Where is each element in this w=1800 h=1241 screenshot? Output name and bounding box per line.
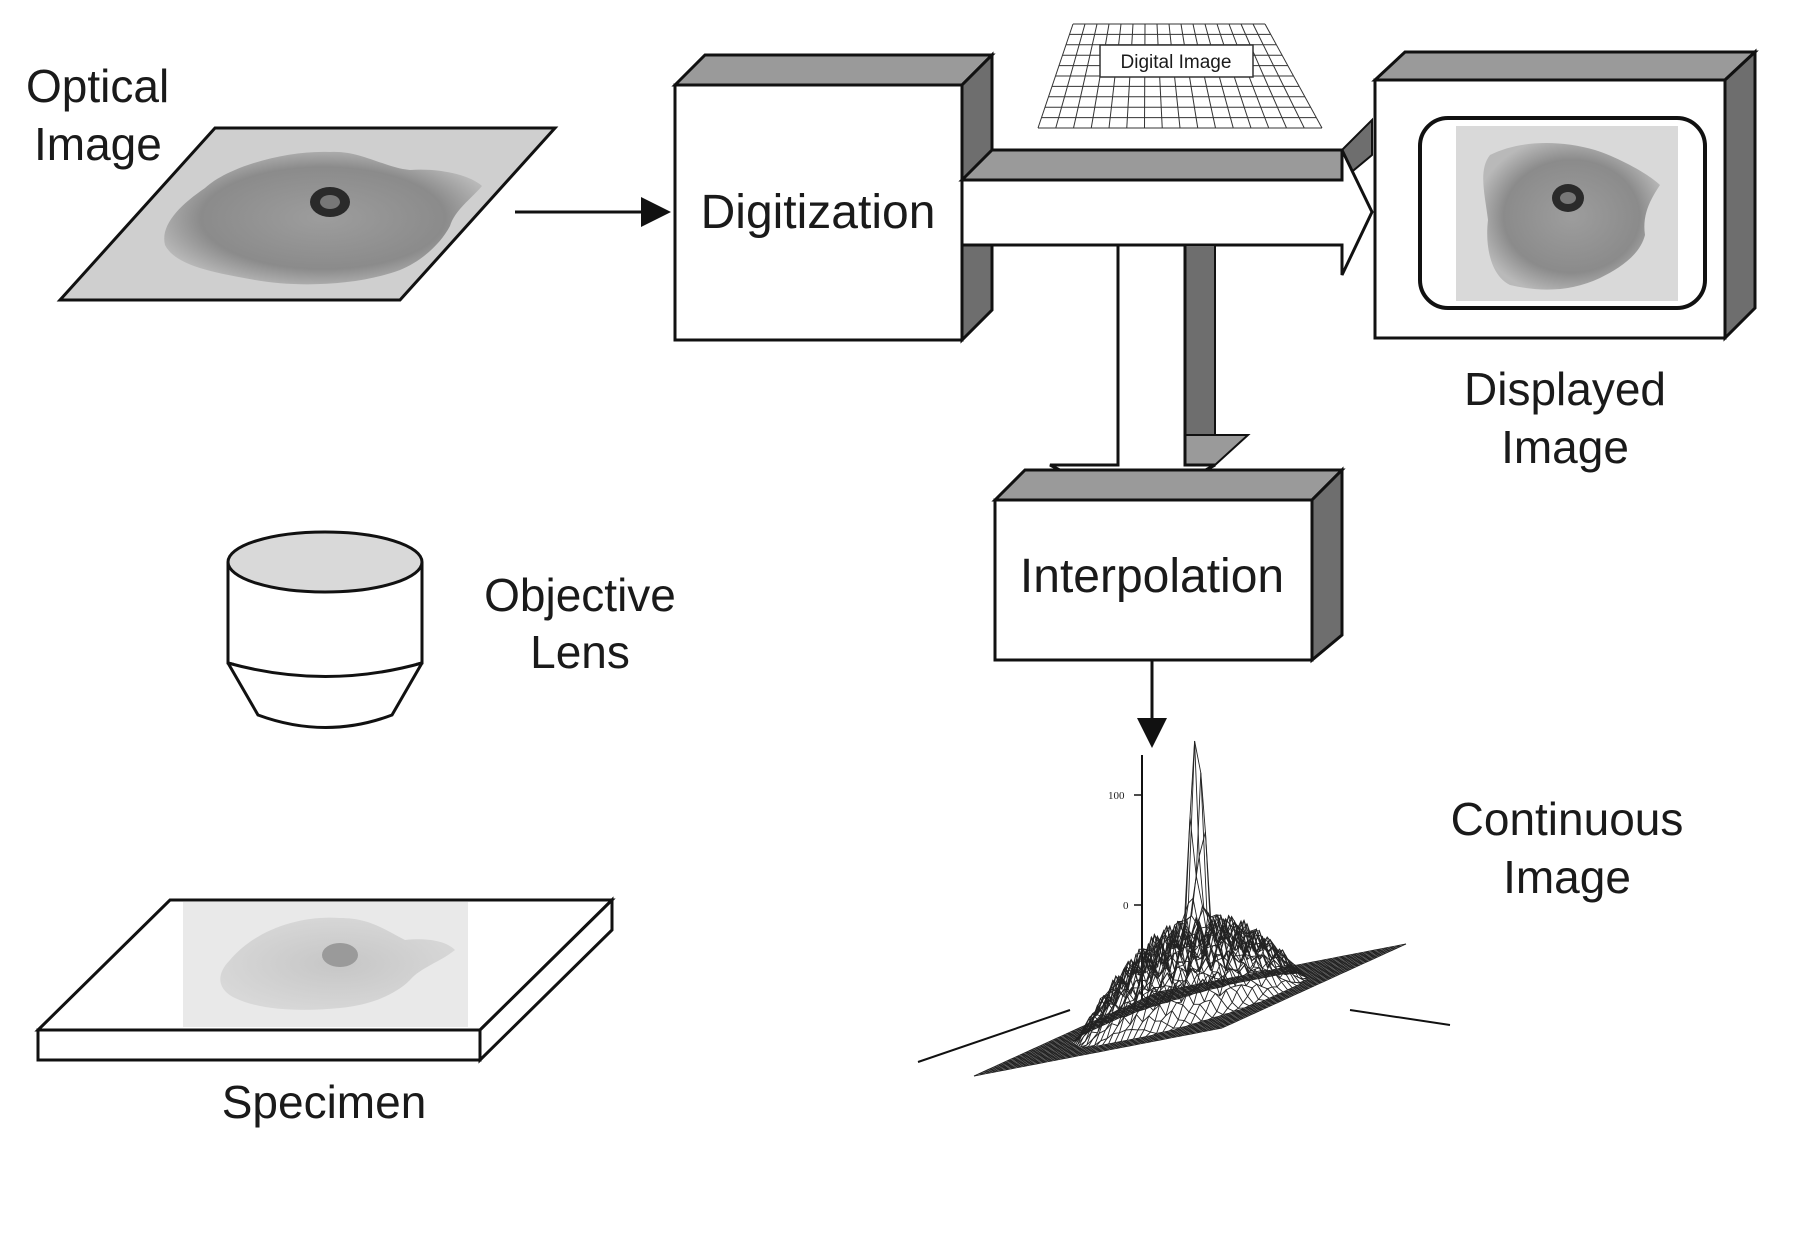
optical-image-label-line2: Image xyxy=(34,118,162,170)
surface-mesh-col xyxy=(1221,943,1407,1029)
surface-x-axis xyxy=(917,1009,1071,1063)
surface-mesh-col xyxy=(1035,967,1221,1065)
surface-mesh-col xyxy=(1159,943,1345,1041)
surface-mesh-col xyxy=(1178,951,1363,1037)
displayed-cell xyxy=(1483,143,1660,290)
optical-image-group: Optical Image xyxy=(26,60,559,302)
surface-y-axis xyxy=(1349,1009,1451,1026)
surface-mesh-col xyxy=(1184,950,1369,1036)
surface-mesh-col xyxy=(973,991,1159,1077)
surface-mesh-col xyxy=(1172,953,1357,1039)
optical-image-nucleolus xyxy=(320,195,340,209)
surface-mesh-col xyxy=(1166,951,1351,1040)
interpolation-box: Interpolation xyxy=(991,466,1346,664)
surface-mesh-col xyxy=(1085,916,1270,1055)
surface-mesh-col xyxy=(1097,740,1283,1053)
displayed-image-label-line1: Displayed xyxy=(1464,363,1666,415)
continuous-image-label-line1: Continuous xyxy=(1451,793,1684,845)
surface-mesh-col xyxy=(1141,925,1326,1045)
displayed-image-monitor xyxy=(1371,48,1759,342)
surface-mesh-col xyxy=(1004,985,1190,1071)
interpolation-label: Interpolation xyxy=(1020,550,1284,603)
digitization-box: Digitization xyxy=(671,51,996,344)
objective-lens xyxy=(226,530,424,729)
continuous-image-surface: 100 0 xyxy=(917,740,1451,1077)
surface-mesh-col xyxy=(1197,948,1382,1034)
surface-axis-tick-100: 100 xyxy=(1108,790,1125,802)
surface-mesh-col xyxy=(998,986,1183,1072)
displayed-nucleolus xyxy=(1560,192,1576,204)
surface-mesh-col xyxy=(1128,917,1314,1047)
specimen-nucleus xyxy=(322,943,358,967)
objective-lens-label-line2: Lens xyxy=(530,626,630,678)
surface-mesh-col xyxy=(1104,772,1289,1052)
surface-axis-tick-0: 0 xyxy=(1123,900,1129,912)
optical-image-cell xyxy=(164,151,482,285)
surface-mesh-col xyxy=(1153,937,1338,1042)
surface-mesh-col xyxy=(1209,945,1394,1031)
specimen-label: Specimen xyxy=(222,1076,427,1128)
surface-mesh-col xyxy=(980,990,1165,1076)
digital-image-label: Digital Image xyxy=(1121,52,1232,73)
surface-mesh-col xyxy=(1110,904,1295,1051)
digitization-label: Digitization xyxy=(701,186,936,239)
surface-mesh-col xyxy=(1215,944,1400,1030)
objective-lens-label-line1: Objective xyxy=(484,569,676,621)
surface-mesh-col xyxy=(986,989,1171,1075)
surface-mesh-col xyxy=(1011,984,1196,1070)
surface-mesh-col xyxy=(1190,949,1376,1035)
displayed-image-label-line2: Image xyxy=(1501,421,1629,473)
surface-mesh-col xyxy=(1203,947,1388,1033)
continuous-image-label-line2: Image xyxy=(1503,851,1631,903)
optical-image-label-line1: Optical xyxy=(26,60,169,112)
surface-mesh-col xyxy=(1122,914,1307,1048)
arrow-to-interpolation xyxy=(1049,243,1251,502)
specimen-slide xyxy=(34,896,616,1064)
digital-image-tag xyxy=(1099,44,1254,78)
arrow-to-displayed-image xyxy=(958,117,1374,276)
